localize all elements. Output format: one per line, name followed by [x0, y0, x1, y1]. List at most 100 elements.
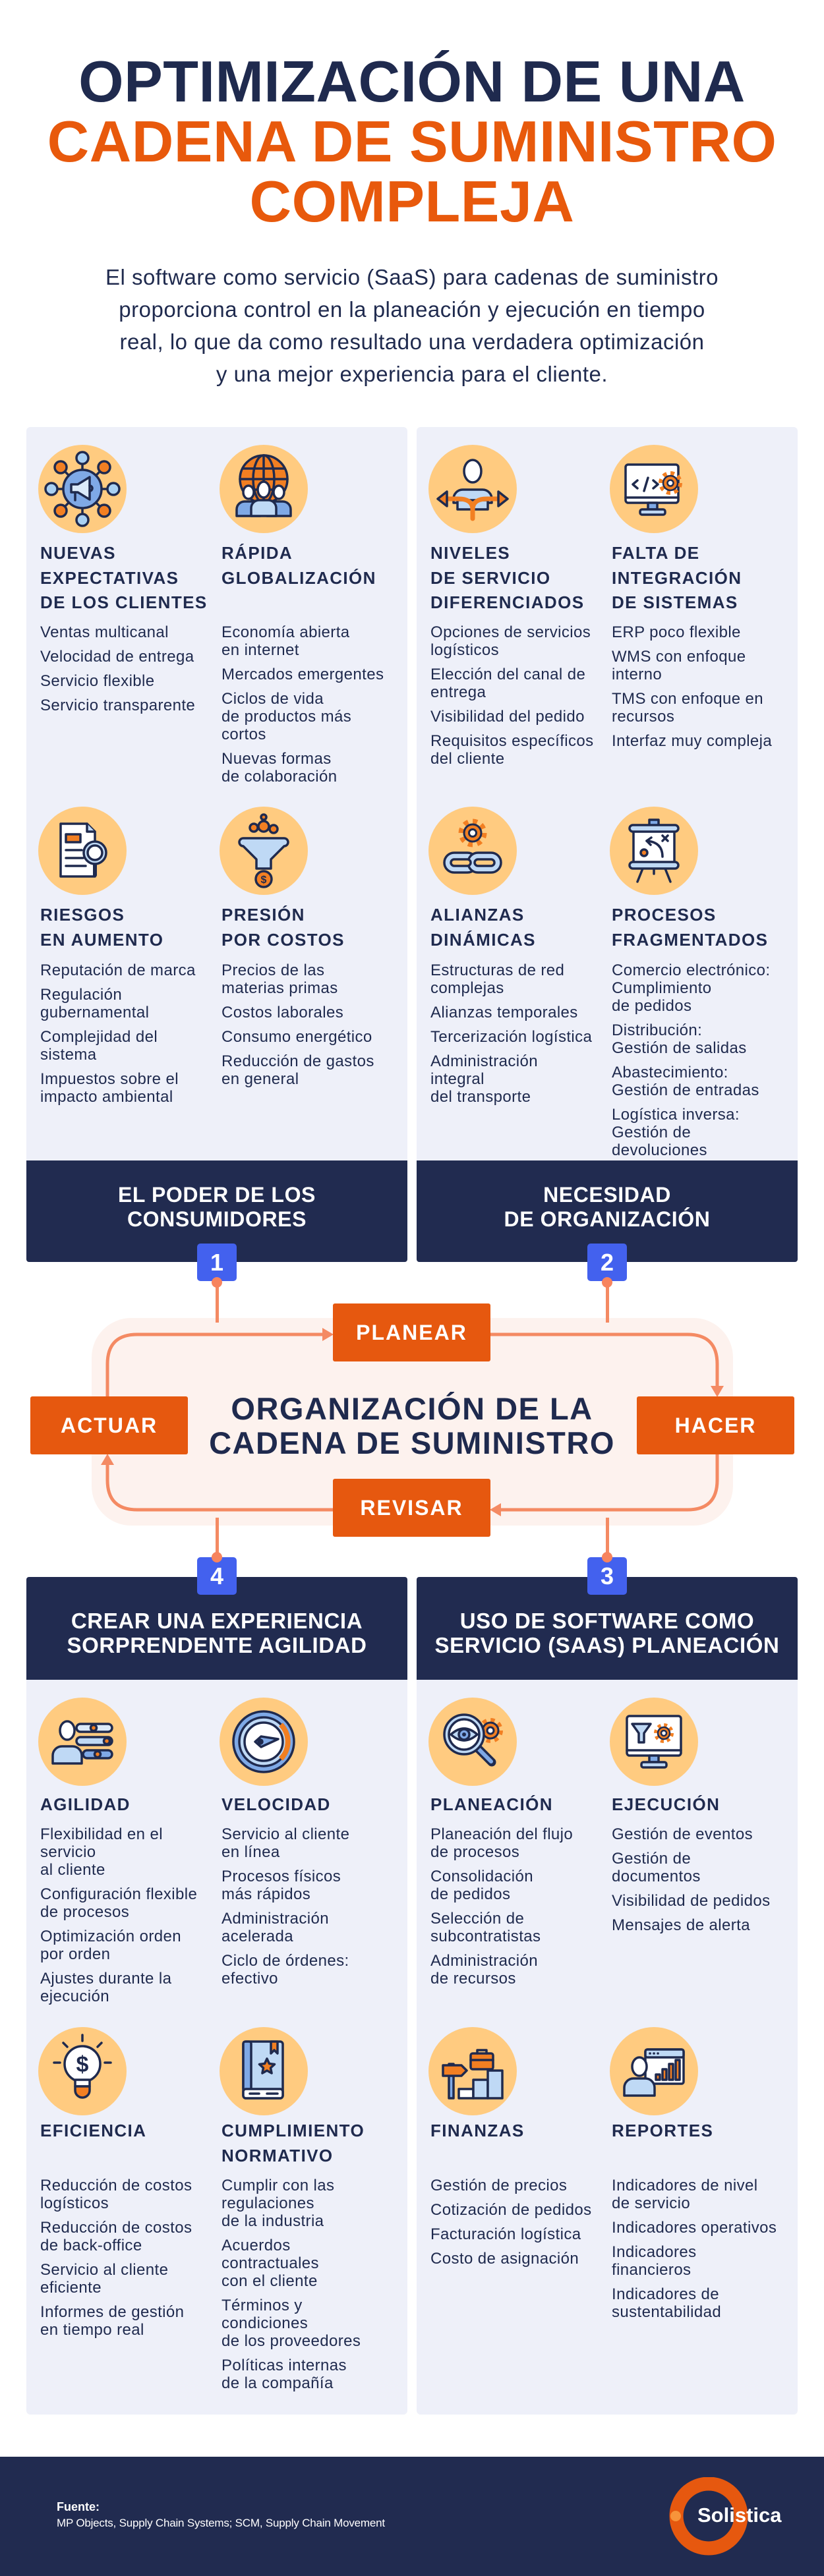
list-item: Reputación de marca: [40, 961, 196, 979]
card-title: FALTA DE INTEGRACIÓN DE SISTEMAS: [612, 543, 742, 612]
card-items: Gestión de precios Cotización de pedidos…: [430, 2177, 592, 2274]
card-finanzas: FINANZAS Gestión de precios Cotización d…: [428, 2027, 610, 2268]
list-item: Logística inversa: Gestión de devolucion…: [612, 1106, 740, 1159]
list-item: Tercerización logística: [430, 1028, 593, 1046]
title-line-3: COMPLEJA: [249, 169, 575, 234]
list-item: WMS con enfoque interno: [612, 648, 746, 683]
list-item: Administración de recursos: [430, 1952, 538, 1988]
card-items: Planeación del flujo de procesos Consoli…: [430, 1825, 573, 1994]
list-item: Optimización orden por orden: [40, 1928, 181, 1963]
card-niveles-servicio: NIVELES DE SERVICIO DIFERENCIADOS Opcion…: [428, 445, 610, 768]
step-revisar: REVISAR: [333, 1479, 490, 1537]
connector-line: [216, 1518, 219, 1557]
list-item: Gestión de eventos: [612, 1825, 753, 1843]
intro-paragraph: El software como servicio (SaaS) para ca…: [0, 261, 824, 390]
card-items: Gestión de eventos Gestión de documentos…: [612, 1825, 771, 1941]
list-item: Consumo energético: [221, 1028, 372, 1046]
list-item: Mensajes de alerta: [612, 1916, 750, 1934]
card-agilidad: AGILIDAD Flexibilidad en el servicio al …: [38, 1698, 220, 2005]
panel-experience-agility: AGILIDAD Flexibilidad en el servicio al …: [26, 1680, 407, 2415]
list-item: Costo de asignación: [430, 2250, 579, 2268]
lightbulb-dollar-icon: $: [38, 2027, 127, 2115]
list-item: ERP poco flexible: [612, 623, 741, 641]
list-item: Alianzas temporales: [430, 1004, 578, 1021]
solistica-logo-ring-icon: [669, 2477, 748, 2556]
list-item: Reducción de gastos en general: [221, 1052, 374, 1088]
list-item: Reducción de costos logísticos: [40, 2177, 192, 2212]
card-items: Cumplir con las regulaciones de la indus…: [221, 2177, 361, 2399]
card-items: Estructuras de red complejas Alianzas te…: [430, 961, 592, 1112]
footer: Fuente: MP Objects, Supply Chain Systems…: [0, 2457, 824, 2576]
card-items: Ventas multicanal Velocidad de entrega S…: [40, 623, 195, 721]
card-title: NUEVAS EXPECTATIVAS DE LOS CLIENTES: [40, 543, 208, 612]
step-badge-2: 2: [587, 1244, 627, 1281]
card-procesos-fragmentados: PROCESOS FRAGMENTADOS Comercio electróni…: [610, 807, 791, 1159]
magnifier-eye-gear-icon: [428, 1698, 517, 1786]
connector-line: [216, 1282, 219, 1323]
monitor-code-gear-icon: [610, 445, 698, 533]
card-nuevas-expectativas: NUEVAS EXPECTATIVAS DE LOS CLIENTES Vent…: [38, 445, 220, 714]
panel-organization-need: NIVELES DE SERVICIO DIFERENCIADOS Opcion…: [417, 427, 798, 1160]
list-item: Configuración flexible de procesos: [40, 1885, 198, 1921]
card-title: CUMPLIMIENTO NORMATIVO: [221, 2121, 365, 2165]
list-item: Indicadores financieros: [612, 2243, 697, 2279]
list-item: Selección de subcontratistas: [430, 1910, 541, 1945]
list-item: Ventas multicanal: [40, 623, 169, 641]
easel-board-icon: [610, 807, 698, 895]
card-title: PRESIÓN POR COSTOS: [221, 905, 345, 950]
card-riesgos: RIESGOS EN AUMENTO Reputación de marca R…: [38, 807, 220, 1106]
list-item: Comercio electrónico: Cumplimiento de pe…: [612, 961, 771, 1015]
source-text: MP Objects, Supply Chain Systems; SCM, S…: [57, 2517, 385, 2529]
list-item: Flexibilidad en el servicio al cliente: [40, 1825, 163, 1879]
card-title: RIESGOS EN AUMENTO: [40, 905, 164, 950]
card-title: EFICIENCIA: [40, 2121, 147, 2140]
card-title: PLANEACIÓN: [430, 1794, 553, 1814]
list-item: Ciclo de órdenes: efectivo: [221, 1952, 349, 1988]
card-ejecucion: EJECUCIÓN Gestión de eventos Gestión de …: [610, 1698, 791, 1934]
list-item: Servicio flexible: [40, 672, 155, 690]
card-title: REPORTES: [612, 2121, 714, 2140]
list-item: Cumplir con las regulaciones de la indus…: [221, 2177, 335, 2230]
list-item: Ciclos de vida de productos más cortos: [221, 690, 352, 743]
connector-line: [606, 1518, 609, 1557]
list-item: Opciones de servicios logísticos: [430, 623, 591, 659]
funnel-coins-icon: $: [220, 807, 308, 895]
connector-dot: [602, 1552, 612, 1562]
person-sliders-icon: [38, 1698, 127, 1786]
card-cumplimiento: CUMPLIMIENTO NORMATIVO Cumplir con las r…: [220, 2027, 401, 2392]
panel-saas-planning: PLANEACIÓN Planeación del flujo de proce…: [417, 1680, 798, 2415]
svg-text:$: $: [261, 874, 267, 886]
list-item: Estructuras de red complejas: [430, 961, 565, 997]
megaphone-network-icon: [38, 445, 127, 533]
card-title: EJECUCIÓN: [612, 1794, 721, 1814]
list-item: Visibilidad de pedidos: [612, 1892, 771, 1910]
list-item: Cotización de pedidos: [430, 2201, 592, 2219]
list-item: Mercados emergentes: [221, 666, 384, 683]
list-item: Abastecimiento: Gestión de entradas: [612, 1064, 759, 1099]
list-item: Nuevas formas de colaboración: [221, 750, 338, 786]
list-item: Planeación del flujo de procesos: [430, 1825, 574, 1861]
banner-experience-agility: CREAR UNA EXPERIENCIA SORPRENDENTE AGILI…: [26, 1577, 407, 1680]
list-item: Precios de las materias primas: [221, 961, 338, 997]
card-planeacion: PLANEACIÓN Planeación del flujo de proce…: [428, 1698, 610, 1988]
list-item: TMS con enfoque en recursos: [612, 690, 764, 726]
card-title: AGILIDAD: [40, 1794, 131, 1814]
banner-consumer-power: EL PODER DE LOS CONSUMIDORES: [26, 1160, 407, 1262]
list-item: Impuestos sobre el impacto ambiental: [40, 1070, 179, 1106]
card-title: VELOCIDAD: [221, 1794, 331, 1814]
connector-dot: [212, 1277, 222, 1288]
signpost-briefcase-steps-icon: [428, 2027, 517, 2115]
card-items: Reducción de costos logísticos Reducción…: [40, 2177, 192, 2345]
list-item: Políticas internas de la compañía: [221, 2357, 347, 2392]
card-items: Opciones de servicios logísticos Elecció…: [430, 623, 594, 774]
list-item: Indicadores de nivel de servicio: [612, 2177, 758, 2212]
connector-dot: [212, 1552, 222, 1562]
person-arrows-icon: [428, 445, 517, 533]
gear-chain-icon: [428, 807, 517, 895]
list-item: Procesos físicos más rápidos: [221, 1868, 341, 1903]
intro-line: real, lo que da como resultado una verda…: [119, 329, 705, 354]
card-velocidad: VELOCIDAD Servicio al cliente en línea P…: [220, 1698, 401, 1988]
card-items: Reputación de marca Regulación gubername…: [40, 961, 196, 1112]
list-item: Servicio transparente: [40, 697, 196, 714]
list-item: Velocidad de entrega: [40, 648, 194, 666]
